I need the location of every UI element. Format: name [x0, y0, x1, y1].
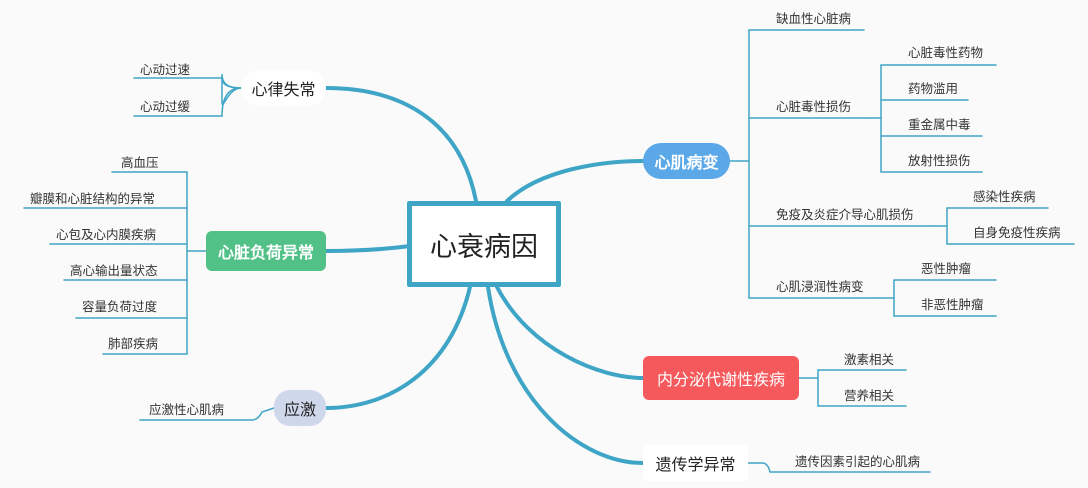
central-topic[interactable]: 心衰病因: [407, 201, 561, 287]
leaf-rhythm-1[interactable]: 心动过速: [140, 62, 191, 77]
topic-genetic[interactable]: 遗传学异常: [643, 445, 748, 481]
leaf-infiltrative-2[interactable]: 非恶性肿瘤: [921, 297, 984, 312]
connector-endocrine: [495, 285, 645, 380]
leaf-genetic-1[interactable]: 遗传因素引起的心肌病: [795, 454, 921, 469]
leaf-endocrine-1[interactable]: 激素相关: [844, 352, 895, 367]
leaf-ischemic[interactable]: 缺血性心脏病: [776, 11, 852, 26]
leaf-load-1[interactable]: 高血压: [121, 155, 159, 170]
connector-genetic: [486, 285, 645, 465]
leaf-load-3[interactable]: 心包及心内膜疾病: [56, 227, 157, 242]
topic-myocardial[interactable]: 心肌病变: [643, 143, 730, 179]
leaf-toxic[interactable]: 心脏毒性损伤: [776, 99, 852, 114]
connector-stress: [324, 285, 472, 410]
leaf-infiltrative-1[interactable]: 恶性肿瘤: [921, 261, 972, 276]
leaf-immune-1[interactable]: 感染性疾病: [973, 189, 1036, 204]
leaf-immune[interactable]: 免疫及炎症介导心肌损伤: [776, 207, 914, 222]
leaf-endocrine-2[interactable]: 营养相关: [844, 388, 895, 403]
topic-endocrine[interactable]: 内分泌代谢性疾病: [643, 356, 799, 400]
leaf-load-2[interactable]: 瓣膜和心脏结构的异常: [30, 191, 156, 206]
leaf-toxic-3[interactable]: 重金属中毒: [908, 117, 971, 132]
connector-rhythm: [324, 86, 478, 203]
leaf-infiltrative[interactable]: 心肌浸润性病变: [776, 279, 864, 294]
leaf-immune-2[interactable]: 自身免疫性疾病: [973, 225, 1061, 240]
leaf-toxic-4[interactable]: 放射性损伤: [908, 153, 971, 168]
leaf-load-6[interactable]: 肺部疾病: [108, 336, 159, 351]
leaf-toxic-2[interactable]: 药物滥用: [908, 81, 959, 96]
topic-stress[interactable]: 应激: [274, 390, 326, 426]
connector-myocardial: [505, 159, 645, 203]
leaf-toxic-1[interactable]: 心脏毒性药物: [908, 45, 984, 60]
connector-load: [324, 244, 412, 253]
leaf-rhythm-2[interactable]: 心动过缓: [140, 99, 191, 114]
leaf-stress-1[interactable]: 应激性心肌病: [149, 402, 225, 417]
leaf-load-5[interactable]: 容量负荷过度: [82, 299, 158, 314]
topic-load[interactable]: 心脏负荷异常: [206, 231, 326, 271]
topic-rhythm[interactable]: 心律失常: [241, 70, 326, 106]
leaf-load-4[interactable]: 高心输出量状态: [70, 263, 158, 278]
